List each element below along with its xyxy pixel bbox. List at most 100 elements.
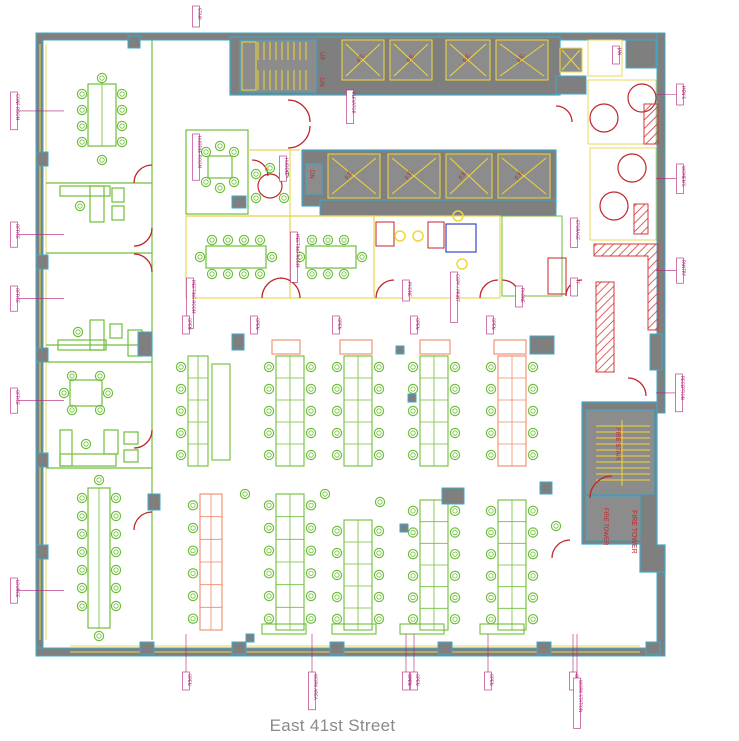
chair: [263, 383, 275, 395]
exterior-walls: [35, 32, 666, 657]
east-service: [501, 79, 663, 397]
desk: [331, 623, 377, 635]
chair: [263, 427, 275, 439]
chair: [187, 500, 199, 511]
chair: [407, 427, 419, 439]
room-tag-box: [192, 5, 200, 28]
core-lower: F.E. F.E. F.E. F.E. DN: [301, 149, 557, 217]
chair: [449, 548, 461, 560]
room-tag-it-room: IT: [575, 280, 580, 284]
room-tag-open-1: OPEN: [187, 318, 192, 330]
room-tag-lounge-sw: LOUNGE: [15, 580, 20, 598]
room-tags: CONF ROOMOFFICEOFFICEOFFICELOUNGEHUDDLE …: [10, 5, 686, 729]
chair: [527, 405, 539, 417]
huddle-round-table-1: [200, 140, 240, 194]
chair: [527, 592, 539, 603]
chair: [449, 527, 461, 538]
chair: [527, 570, 539, 582]
fe-label: F.E.: [345, 169, 356, 181]
chair: [485, 383, 497, 395]
meeting-table-2: [294, 234, 368, 280]
chair: [407, 613, 419, 625]
chair: [449, 361, 461, 373]
chair: [373, 591, 385, 603]
chair: [305, 568, 317, 579]
chair: [449, 383, 461, 395]
room-tag-box: [450, 271, 458, 323]
chair: [373, 449, 385, 461]
meeting-doors: [261, 277, 521, 299]
round-table-office: [58, 370, 114, 416]
room-tag-box: [612, 45, 620, 65]
chair: [187, 590, 199, 602]
chair: [527, 613, 539, 625]
room-tag-open-3: OPEN: [337, 318, 342, 330]
room-tag-bottom-1: OPEN: [187, 674, 192, 686]
chair: [449, 570, 461, 582]
desk: [479, 623, 525, 635]
chair: [527, 427, 539, 439]
chair: [187, 568, 199, 579]
chair: [263, 545, 275, 556]
room-tag-janitor: JAN: [617, 47, 622, 55]
chair: [407, 592, 419, 603]
chair: [305, 427, 317, 439]
room-tag-bottom-5: OPEN: [407, 674, 412, 686]
chair: [527, 527, 539, 538]
office-desk-3: [59, 429, 139, 467]
chair: [407, 405, 419, 417]
room-tag-bottom-4: OPEN: [489, 674, 494, 686]
chair: [485, 570, 497, 582]
conference-table-nw: [76, 72, 128, 166]
room-tag-box: [675, 373, 683, 413]
chair: [175, 383, 187, 395]
stair-dn-label: DN: [318, 78, 324, 87]
room-tag-box: [10, 91, 18, 131]
chair: [407, 449, 419, 461]
room-tag-pantry: PANTRY: [681, 260, 686, 276]
chair: [527, 548, 539, 560]
chair: [373, 405, 385, 417]
chair: [187, 522, 199, 534]
chair: [407, 570, 419, 582]
chair: [485, 548, 497, 560]
room-tag-open-2: OPEN: [255, 318, 260, 330]
room-tag-box: [279, 155, 287, 182]
desk: [399, 623, 445, 635]
room-tag-meeting-2: MEETING ROOM: [295, 234, 300, 268]
chair: [449, 449, 461, 461]
chair: [449, 427, 461, 439]
room-tag-box: [410, 315, 418, 335]
chair: [373, 361, 385, 373]
room-tag-box: [332, 315, 340, 335]
room-tag-reception: RECEPTION: [680, 376, 685, 400]
room-tag-box: [186, 277, 194, 329]
chair: [331, 449, 343, 461]
chair: [175, 361, 187, 373]
chair: [485, 592, 497, 603]
room-tag-huddle-1: HUDDLE ROOM: [197, 136, 202, 168]
huddle-round-table-2: [250, 162, 290, 204]
chair: [331, 361, 343, 373]
chair: [305, 449, 317, 461]
room-tag-box: [570, 277, 578, 297]
room-tag-elevator: ELEVATOR: [351, 92, 356, 114]
fe-label: F.E.: [517, 52, 528, 64]
chair: [449, 405, 461, 417]
chair: [331, 427, 343, 439]
room-tag-box: [676, 257, 684, 284]
chair: [407, 527, 419, 538]
desk: [339, 339, 373, 355]
chair: [485, 613, 497, 625]
room-tag-womens: WOMEN'S: [681, 166, 686, 187]
room-tag-bottom-7: WORK STATION: [578, 680, 583, 712]
room-tag-box: [486, 315, 494, 335]
chair: [187, 545, 199, 556]
stair-up-label: UP: [318, 52, 324, 60]
core-dn-label: DN: [308, 170, 314, 179]
chair: [263, 449, 275, 461]
fire-stair-label: FIRE STAIR: [614, 428, 620, 461]
chair: [331, 405, 343, 417]
fire-tower-label-2: FIRE TOWER: [630, 510, 637, 554]
room-tag-box: [346, 89, 354, 124]
